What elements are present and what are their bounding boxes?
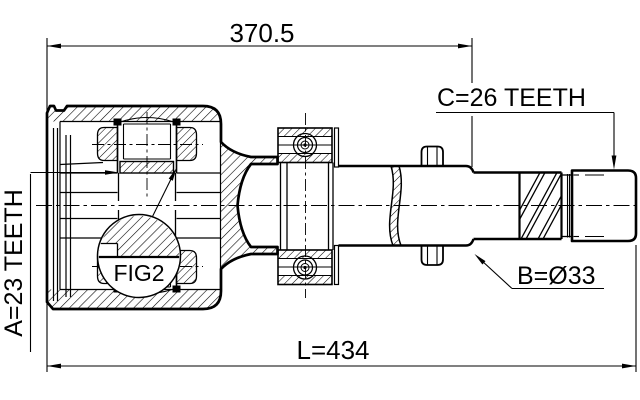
- label-a-text: A=23 TEETH: [0, 189, 28, 337]
- boot-clamp-top: [277, 127, 340, 168]
- shaft-step: [465, 164, 475, 247]
- boot-body: [279, 162, 334, 250]
- dim-arrow-left: [47, 43, 61, 49]
- bearing-race: [116, 121, 178, 173]
- housing-wall-hatch: [47, 106, 278, 309]
- roller-right: [175, 126, 198, 162]
- dim-arrow-right: [622, 363, 636, 369]
- fig2-detail-circle: FIG2: [96, 168, 182, 299]
- label-b-diameter: B=Ø33: [474, 254, 604, 290]
- housing-outline: [45, 104, 279, 311]
- snap-tab-right: [172, 118, 181, 126]
- label-c-arrow: [611, 155, 617, 170]
- dim-l434-text: L=434: [296, 335, 369, 365]
- label-b-arrow: [474, 254, 486, 265]
- label-a-arrow: [105, 170, 119, 175]
- snap-clip-top: [420, 145, 444, 166]
- label-c-text: C=26 TEETH: [437, 84, 586, 112]
- dim-arrow-right: [458, 43, 472, 49]
- end-stub: [570, 169, 638, 243]
- clamp-screw-bottom: [292, 255, 318, 280]
- dim-arrow-left: [47, 363, 61, 369]
- label-a-teeth: A=23 TEETH: [0, 170, 119, 352]
- label-c-teeth: C=26 TEETH: [436, 84, 617, 170]
- roller-left: [96, 126, 119, 162]
- snap-clip-bottom: [420, 245, 444, 266]
- tripod-bearing-top: [92, 112, 203, 201]
- snap-tab-left: [113, 118, 122, 126]
- fig2-leader-arrow: [168, 168, 177, 181]
- shaft: [338, 145, 638, 266]
- fig2-label: FIG2: [113, 260, 164, 286]
- boot-clamp-bottom: [277, 244, 340, 286]
- housing: [45, 104, 279, 311]
- dimension-370-5: 370.5: [47, 18, 472, 49]
- label-b-text: B=Ø33: [517, 262, 596, 290]
- clamp-screw-top: [292, 132, 318, 158]
- dim-370-5-text: 370.5: [229, 18, 294, 48]
- housing-interior-lines: [52, 120, 222, 301]
- fig2-leader: [151, 172, 175, 218]
- dimension-overall-length: L=434: [47, 335, 636, 369]
